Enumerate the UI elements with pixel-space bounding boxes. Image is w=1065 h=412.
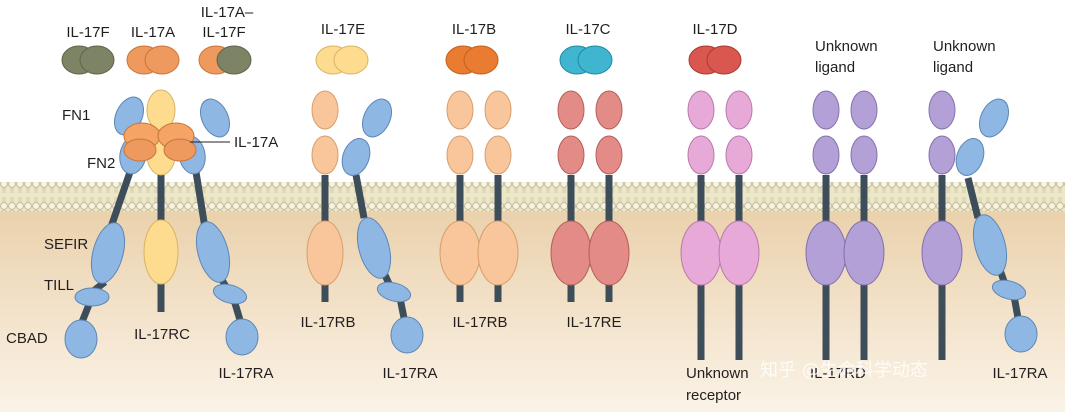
- label-unknown-ligand-1-line2: ligand: [815, 59, 855, 76]
- il17rc-receptor: [143, 89, 179, 285]
- label-fn1: FN1: [62, 107, 90, 124]
- cell-membrane: [0, 182, 1065, 212]
- il17rb-receptor-e: [306, 90, 344, 286]
- label-il17e: IL-17E: [321, 21, 365, 38]
- ligand-il17af-dimer: [198, 45, 252, 75]
- label-il17ra-2: IL-17RA: [382, 365, 437, 382]
- il17a-bound-ligand: [123, 122, 197, 162]
- label-unknown-receptor-line1: Unknown: [686, 365, 749, 382]
- label-sefir: SEFIR: [44, 236, 88, 253]
- il17rd-receptor: [921, 90, 963, 286]
- label-il17re: IL-17RE: [566, 314, 621, 331]
- cytoplasm-region: [0, 198, 1065, 412]
- label-il17ra-1: IL-17RA: [218, 365, 273, 382]
- label-il17rd: IL-17RD: [810, 365, 866, 382]
- label-unknown-ligand-1-line1: Unknown: [815, 38, 878, 55]
- ligand-il17c-dimer: [559, 45, 613, 75]
- il17re-dimer: [550, 90, 630, 286]
- label-il17a-bound: IL-17A: [234, 134, 278, 151]
- label-cbad: CBAD: [6, 330, 48, 347]
- ligand-il17e-dimer: [315, 45, 369, 75]
- ligand-il17b-dimer: [445, 45, 499, 75]
- ligand-il17a-dimer: [126, 45, 180, 75]
- label-il17ra-3: IL-17RA: [992, 365, 1047, 382]
- label-il17a: IL-17A: [131, 24, 175, 41]
- label-il17af-line1: IL-17A–: [201, 4, 254, 21]
- label-il17f: IL-17F: [66, 24, 109, 41]
- label-il17b: IL-17B: [452, 21, 496, 38]
- il17rd-dimer: [805, 90, 885, 286]
- ligand-il17d-dimer: [688, 45, 742, 75]
- label-il17af-line2: IL-17F: [202, 24, 245, 41]
- il17rb-dimer: [439, 90, 519, 286]
- il17ra-receptor-e: [341, 98, 424, 354]
- label-till: TILL: [44, 277, 74, 294]
- label-il17rb-2: IL-17RB: [452, 314, 507, 331]
- label-fn2: FN2: [87, 155, 115, 172]
- label-unknown-receptor-line2: receptor: [686, 387, 741, 404]
- label-unknown-ligand-2-line2: ligand: [933, 59, 973, 76]
- label-unknown-ligand-2-line1: Unknown: [933, 38, 996, 55]
- watermark: 知乎 @生命科学动态: [760, 360, 928, 381]
- label-il17rb-1: IL-17RB: [300, 314, 355, 331]
- label-il17rc: IL-17RC: [134, 326, 190, 343]
- label-il17c: IL-17C: [565, 21, 610, 38]
- ligand-il17f-dimer: [61, 45, 115, 75]
- label-il17d: IL-17D: [692, 21, 737, 38]
- unknown-receptor-dimer: [680, 90, 760, 286]
- il17ra-receptor-rd: [955, 98, 1038, 353]
